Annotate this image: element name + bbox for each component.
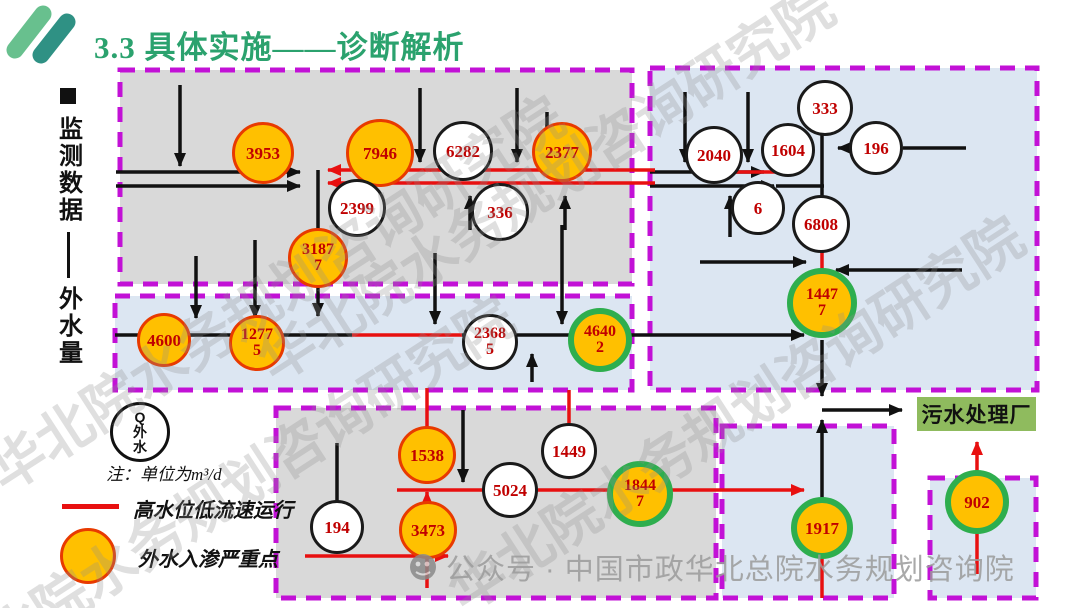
node-336: 336 bbox=[471, 183, 529, 241]
region-box-mid-left bbox=[112, 293, 635, 393]
node-194: 194 bbox=[310, 500, 364, 554]
node-18447: 1844 7 bbox=[607, 461, 673, 527]
section-label-part2: 外水量 bbox=[54, 286, 82, 367]
legend-red-line-swatch bbox=[62, 504, 119, 509]
node-14477: 1447 7 bbox=[787, 268, 857, 338]
watermark-bottom: 公众号 · 中国市政华北总院水务规划咨询院 bbox=[408, 546, 1015, 588]
node-6282: 6282 bbox=[433, 121, 493, 181]
wwtp-box: 污水处理厂 bbox=[917, 397, 1036, 431]
legend-red-line-label: 高水位低流速运行 bbox=[133, 500, 293, 522]
node-5024: 5024 bbox=[482, 462, 538, 518]
watermark-bottom-text: 公众号 · 中国市政华北总院水务规划咨询院 bbox=[446, 554, 1015, 586]
node-7946: 7946 bbox=[346, 119, 414, 187]
legend-orange-circle-swatch bbox=[60, 528, 116, 584]
node-12775: 1277 5 bbox=[229, 315, 285, 371]
section-label: 监测数据 外水量 bbox=[50, 88, 86, 367]
node-23685: 2368 5 bbox=[462, 314, 518, 370]
node-6: 6 bbox=[731, 181, 785, 235]
section-label-dash bbox=[66, 232, 70, 278]
node-1538: 1538 bbox=[398, 426, 456, 484]
node-4600: 4600 bbox=[137, 313, 191, 367]
legend-unit-note: 注：单位为m³/d bbox=[106, 465, 222, 484]
node-2040: 2040 bbox=[685, 126, 743, 184]
section-bullet-icon bbox=[60, 88, 76, 104]
node-1449: 1449 bbox=[541, 423, 597, 479]
node-3953: 3953 bbox=[232, 122, 294, 184]
node-902: 902 bbox=[945, 470, 1009, 534]
node-1917: 1917 bbox=[791, 497, 853, 559]
node-31877: 3187 7 bbox=[288, 228, 348, 288]
node-46402: 4640 2 bbox=[568, 308, 632, 372]
page-title: 3.3 具体实施——诊断解析 bbox=[94, 30, 465, 65]
node-2377: 2377 bbox=[532, 122, 592, 182]
node-333: 333 bbox=[797, 80, 853, 136]
section-label-part1: 监测数据 bbox=[54, 116, 82, 224]
node-196: 196 bbox=[849, 121, 903, 175]
node-1604: 1604 bbox=[761, 123, 815, 177]
wechat-icon bbox=[410, 554, 436, 580]
legend-orange-circle-label: 外水入渗严重点 bbox=[138, 549, 278, 571]
legend-q-node: Q 外 水 bbox=[110, 402, 170, 462]
node-2399: 2399 bbox=[328, 179, 386, 237]
logo-icon bbox=[6, 5, 76, 64]
node-6808: 6808 bbox=[792, 195, 850, 253]
